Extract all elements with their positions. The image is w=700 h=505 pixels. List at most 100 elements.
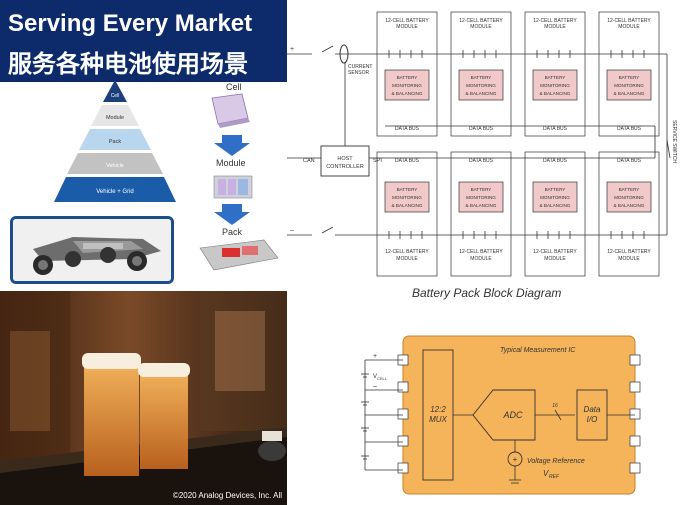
monitor-label-2: MONITORING [540,195,570,200]
module-title-1: 12-CELL BATTERY [607,18,651,24]
pyramid-label-grid: Vehicle + Grid [96,189,134,195]
module-frame [524,151,586,277]
host-label-2: CONTROLLER [326,164,364,170]
beer-glass-right [140,371,188,469]
module-frame [376,151,438,277]
bits-label: 16 [552,403,558,409]
monitor-label-1: BATTERY [619,75,640,80]
monitor-label-2: MONITORING [466,195,496,200]
ic-plus-label: + [373,353,377,360]
svg-text:+: + [513,455,518,464]
monitor-label-1: BATTERY [619,187,640,192]
data-bus-label: DATA BUS [469,126,494,132]
battery-module-top-1: 12-CELL BATTERYMODULEBATTERYMONITORING& … [376,11,438,137]
pyramid-label-vehicle: Vehicle [106,163,124,169]
module-title-1: 12-CELL BATTERY [459,18,503,24]
monitor-label-1: BATTERY [397,187,418,192]
monitor-label-3: & BALANCING [540,203,571,208]
ic-pin-right-3 [629,408,641,420]
ic-pin-right-5 [629,462,641,474]
current-sensor-label-2: SENSOR [348,70,370,76]
monitor-label-2: MONITORING [540,83,570,88]
monitor-box [606,69,652,101]
module-title-2: MODULE [544,24,566,30]
block-diagram-caption: Battery Pack Block Diagram [412,286,562,300]
copyright-text: ©2020 Analog Devices, Inc. All [172,491,282,500]
monitor-label-1: BATTERY [471,187,492,192]
monitor-box [458,181,504,213]
module-title-1: 12-CELL BATTERY [459,249,503,255]
cell-module-pack-flow: Cell Module Pack [199,82,279,271]
host-label-1: HOST [337,156,353,162]
vehicle-chassis-image [10,216,174,284]
ic-title: Typical Measurement IC [500,347,576,354]
monitor-box [532,69,578,101]
ic-minus-label: – [373,383,377,390]
monitor-label-2: MONITORING [392,195,422,200]
module-title-1: 12-CELL BATTERY [533,249,577,255]
hierarchy-pyramid: Cell Module Pack Vehicle Vehicle + Grid [54,80,176,202]
module-title-2: MODULE [470,256,492,262]
module-title-2: MODULE [544,256,566,262]
ic-pin-left-3 [397,408,409,420]
module-group: 12-CELL BATTERYMODULEBATTERYMONITORING& … [376,11,660,277]
data-bus-label: DATA BUS [469,158,494,164]
monitor-label-3: & BALANCING [466,91,497,96]
monitor-label-1: BATTERY [545,187,566,192]
module-title-1: 12-CELL BATTERY [607,249,651,255]
monitor-label-2: MONITORING [392,83,422,88]
mux-label-2: MUX [429,415,447,424]
monitor-label-3: & BALANCING [540,91,571,96]
pack-image [199,239,279,271]
module-title-1: 12-CELL BATTERY [385,249,429,255]
monitor-label-1: BATTERY [471,75,492,80]
monitor-label-2: MONITORING [614,195,644,200]
monitor-label-1: BATTERY [545,75,566,80]
monitor-label-1: BATTERY [397,75,418,80]
voltage-reference-icon [507,451,523,467]
flow-label-module: Module [216,158,246,168]
arrow-down-icon [214,204,250,225]
arrow-down-icon [214,135,250,156]
pyramid-tier-pack [79,129,151,150]
data-io-label-2: I/O [587,415,598,424]
data-io-label-1: Data [584,405,601,414]
title-banner [0,0,287,82]
current-sensor-icon [339,44,349,64]
host-controller-box [320,145,370,177]
beer-glass-left [84,361,139,476]
ic-pin-left-2 [397,381,409,393]
title-english: Serving Every Market [8,10,253,37]
monitor-box [384,69,430,101]
monitor-label-2: MONITORING [614,83,644,88]
module-title-1: 12-CELL BATTERY [385,18,429,24]
vref-label-1: Voltage Reference [527,458,585,465]
pyramid-tier-module [91,105,139,126]
monitor-label-3: & BALANCING [392,203,423,208]
monitor-label-3: & BALANCING [614,91,645,96]
minus-terminal-label: – [290,227,294,234]
data-bus-label: DATA BUS [617,126,642,132]
module-title-2: MODULE [618,256,640,262]
module-title-2: MODULE [618,24,640,30]
module-title-2: MODULE [470,24,492,30]
module-image [213,175,253,199]
monitor-box [458,69,504,101]
vref-label-2: V [543,469,549,478]
plus-terminal-label: + [290,46,294,53]
measurement-ic-diagram: 12:2 MUX ADC 16 Data I/O + Voltage Refer… [361,335,641,495]
mux-label-1: 12:2 [430,405,446,414]
module-title-1: 12-CELL BATTERY [533,18,577,24]
module-title-2: MODULE [396,24,418,30]
beer-glasses-photo: ©2020 Analog Devices, Inc. All [0,291,287,505]
monitor-label-2: MONITORING [466,83,496,88]
pyramid-label-pack: Pack [109,139,121,145]
vref-sub: REF [549,474,560,480]
ic-pin-right-1 [629,354,641,366]
